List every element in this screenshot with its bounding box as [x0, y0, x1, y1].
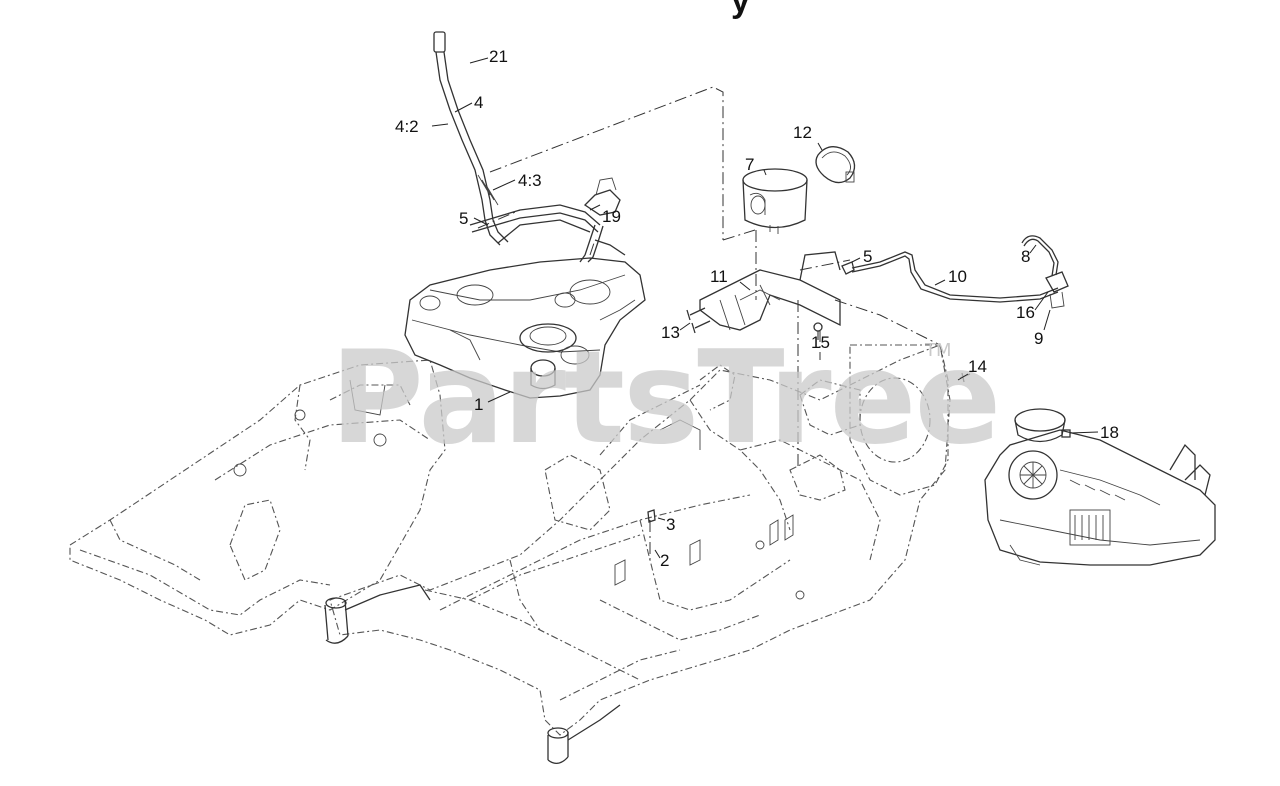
- callout-4-2: 4:2: [395, 117, 419, 136]
- engine: [984, 408, 1216, 566]
- callout-4: 4: [474, 93, 483, 112]
- fastener-3: [647, 509, 656, 523]
- valve-16: [1045, 271, 1069, 309]
- trademark-mark: TM: [924, 340, 952, 361]
- callout-19: 19: [602, 207, 621, 226]
- callout-9: 9: [1034, 329, 1043, 348]
- callout-3: 3: [666, 515, 675, 534]
- callout-5-hose: 5: [459, 209, 468, 228]
- canister-clamp: [815, 146, 856, 184]
- callout-1: 1: [474, 395, 483, 414]
- clip-5: [841, 261, 855, 275]
- callout-13: 13: [661, 323, 680, 342]
- callout-7: 7: [745, 155, 754, 174]
- charcoal-canister: [742, 168, 808, 234]
- callout-8: 8: [1021, 247, 1030, 266]
- assembly-guides: [477, 86, 941, 560]
- leader-lines: [431, 57, 1099, 559]
- watermark: PartsTree: [330, 324, 999, 473]
- vent-line: [851, 251, 1059, 303]
- callout-4-3: 4:3: [518, 171, 542, 190]
- callout-15: 15: [811, 333, 830, 352]
- callout-18: 18: [1100, 423, 1119, 442]
- callout-5-clip: 5: [863, 247, 872, 266]
- callout-labels: 21 4 4:2 4:3 5 19 12 7 5 10 8 11 13 15 1…: [395, 47, 1119, 570]
- callout-10: 10: [948, 267, 967, 286]
- callout-16: 16: [1016, 303, 1035, 322]
- hose-8: [1021, 235, 1059, 277]
- callout-2: 2: [660, 551, 669, 570]
- bolts-13: [686, 307, 711, 334]
- fitting-18: [1061, 429, 1071, 438]
- floor-pan: [69, 359, 446, 636]
- callout-12: 12: [793, 123, 812, 142]
- callout-14: 14: [968, 357, 987, 376]
- fuel-tank: [404, 257, 646, 399]
- canister-bracket: [699, 251, 841, 331]
- title-fragment: y: [731, 0, 750, 20]
- fuel-fill-hose: [433, 31, 626, 263]
- callout-21: 21: [489, 47, 508, 66]
- callout-11: 11: [710, 267, 728, 286]
